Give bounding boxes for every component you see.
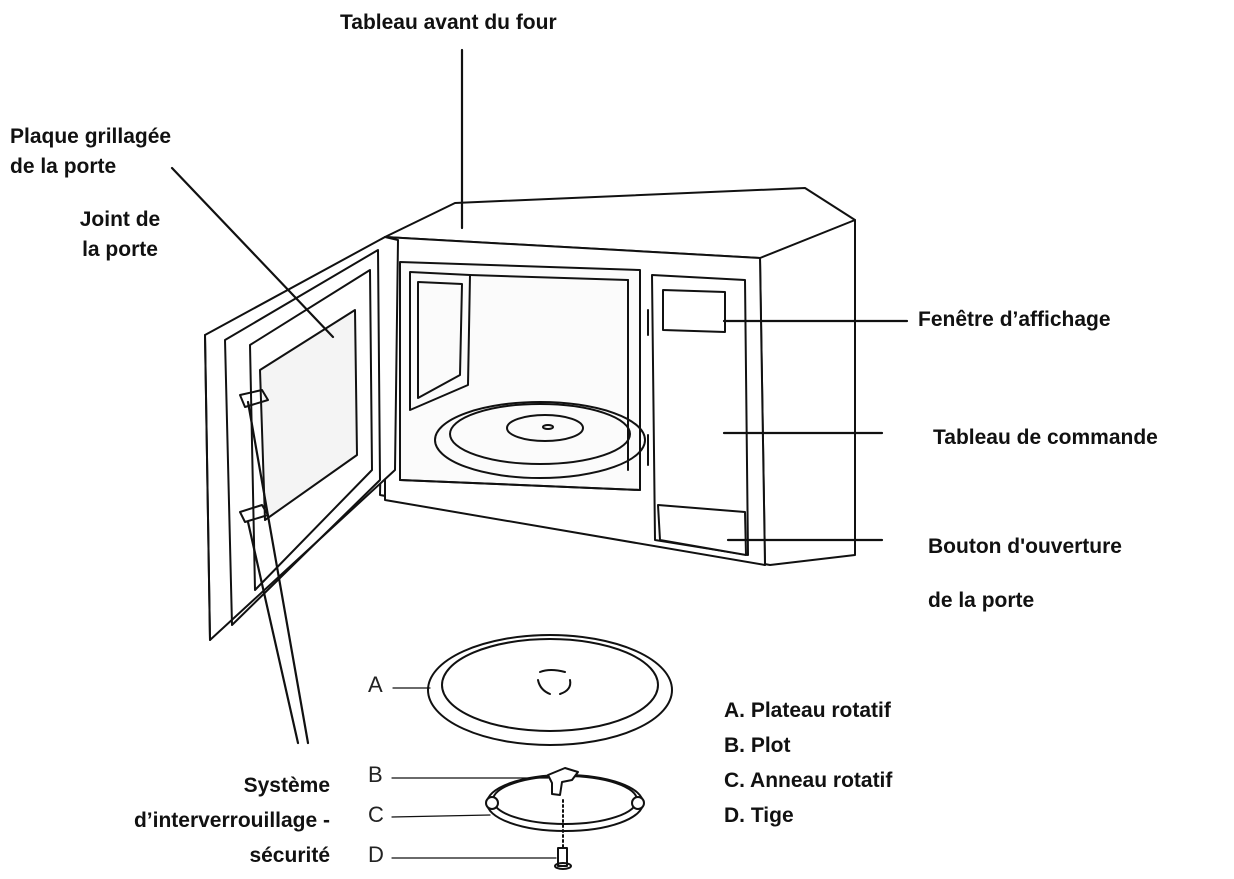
label-interlock-line1: Système: [243, 774, 330, 797]
legend-item-c: C. Anneau rotatif: [724, 769, 893, 792]
label-door-screen: Plaque grillagée de la porte: [10, 122, 171, 182]
label-door-seal: Joint de la porte: [50, 205, 190, 265]
roller-ring: [485, 774, 645, 832]
label-door-seal-line1: Joint de: [79, 208, 161, 231]
legend-item-a: A. Plateau rotatif: [724, 699, 891, 722]
label-door-screen-line1: Plaque grillagée: [10, 125, 172, 148]
label-interlock: Système d’interverrouillage - sécurité: [40, 768, 330, 873]
label-interlock-line2: d’interverrouillage -: [133, 809, 330, 832]
turntable-plate: [427, 634, 673, 746]
legend-item-d: D. Tige: [724, 804, 794, 827]
part-letter-c: C: [368, 802, 384, 827]
label-control-panel: Tableau de commande: [933, 426, 1158, 449]
label-interlock-line3: sécurité: [249, 844, 330, 867]
label-door-button-line2: de la porte: [928, 589, 1035, 612]
coupler: [547, 767, 579, 796]
label-display-window: Fenêtre d’affichage: [918, 308, 1111, 331]
label-door-screen-line2: de la porte: [10, 155, 117, 178]
leader-lines: [170, 48, 909, 859]
control-panel-shape: [647, 274, 749, 556]
label-door-button: Bouton d'ouverture de la porte: [928, 520, 1122, 628]
oven-door: [204, 236, 399, 641]
part-letter-a: A: [368, 672, 383, 697]
label-door-seal-line2: la porte: [82, 238, 158, 261]
label-front-panel: Tableau avant du four: [340, 11, 557, 34]
legend-item-b: B. Plot: [724, 734, 791, 757]
oven-cavity: [399, 261, 646, 491]
label-door-button-line1: Bouton d'ouverture: [928, 535, 1122, 558]
part-letter-b: B: [368, 762, 383, 787]
shaft: [554, 799, 572, 870]
part-letter-d: D: [368, 842, 384, 867]
parts-legend: A. Plateau rotatif B. Plot C. Anneau rot…: [724, 693, 892, 833]
